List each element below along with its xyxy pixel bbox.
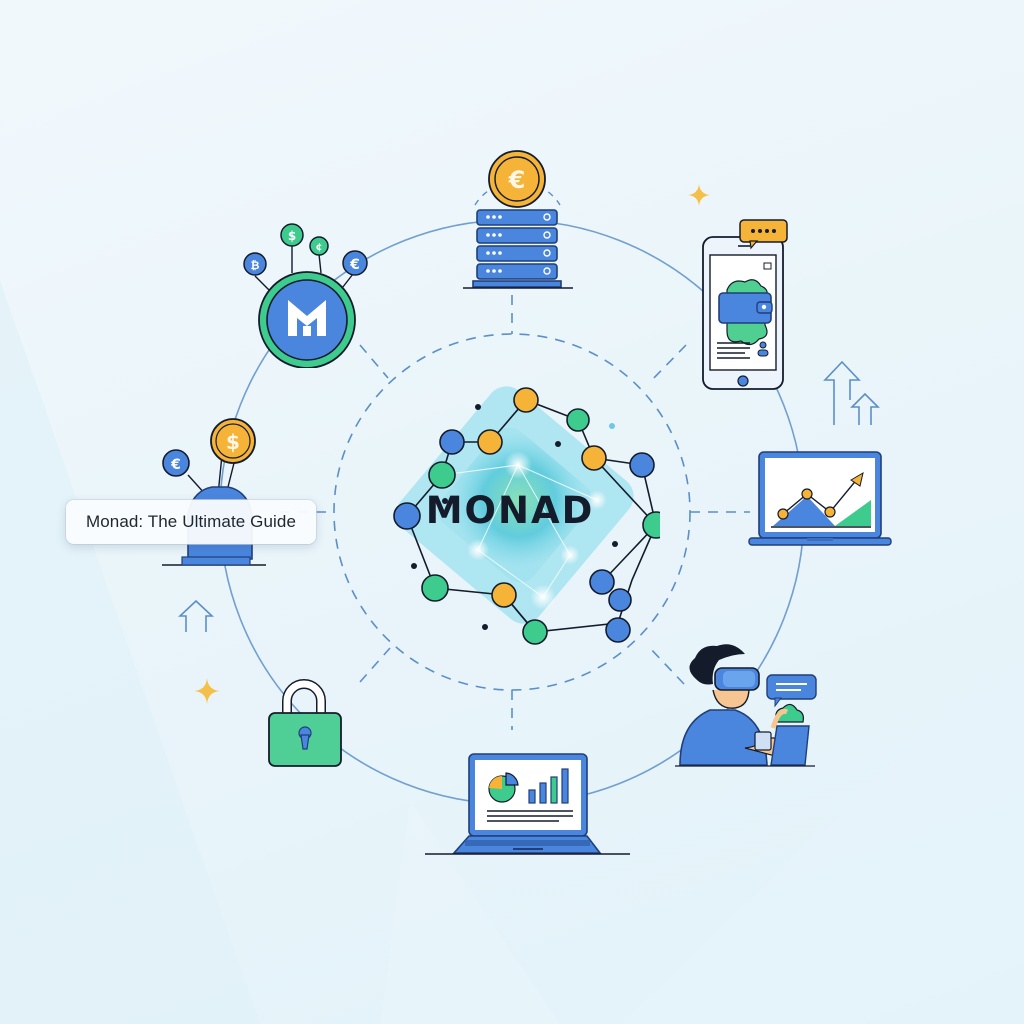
svg-text:₿: ₿ — [251, 259, 260, 272]
server-stack-node[interactable]: € — [455, 145, 580, 295]
up-arrows-icon — [823, 360, 880, 425]
svg-text:€: € — [508, 166, 526, 194]
token-exchange-node[interactable]: € $ — [158, 415, 273, 570]
hub-title: MONAD — [425, 489, 595, 532]
wallet-icon — [718, 279, 773, 346]
laptop-growth-chart-node[interactable] — [745, 448, 895, 550]
svg-text:$: $ — [226, 430, 240, 454]
server-stack-icon — [463, 209, 573, 289]
svg-text:$: $ — [288, 229, 296, 243]
chat-bubble-icon — [739, 219, 788, 250]
sparkle-icon — [194, 678, 220, 704]
svg-text:€: € — [170, 457, 181, 473]
monad-token-node[interactable]: ₿ $ ¢ € — [235, 218, 375, 368]
monad-network-hub[interactable] — [370, 370, 660, 650]
euro-coin-icon: € — [162, 449, 190, 477]
laptop-analytics-node[interactable] — [425, 750, 630, 860]
monad-token-icon — [258, 271, 356, 368]
padlock-icon[interactable] — [265, 675, 345, 770]
caption-text: Monad: The Ultimate Guide — [85, 512, 297, 531]
mobile-wallet-node[interactable] — [695, 215, 795, 395]
sparkle-icon — [688, 184, 710, 206]
vr-user-node[interactable] — [675, 640, 825, 770]
caption-card[interactable]: Monad: The Ultimate Guide — [66, 500, 316, 544]
dollar-coin-icon: $ — [210, 418, 256, 464]
svg-text:¢: ¢ — [316, 242, 323, 253]
svg-text:€: € — [349, 257, 360, 273]
up-arrow-icon — [178, 599, 215, 632]
euro-coin-icon: € — [488, 150, 546, 208]
message-bubble-icon — [766, 674, 817, 708]
pie-chart-icon — [488, 772, 519, 803]
